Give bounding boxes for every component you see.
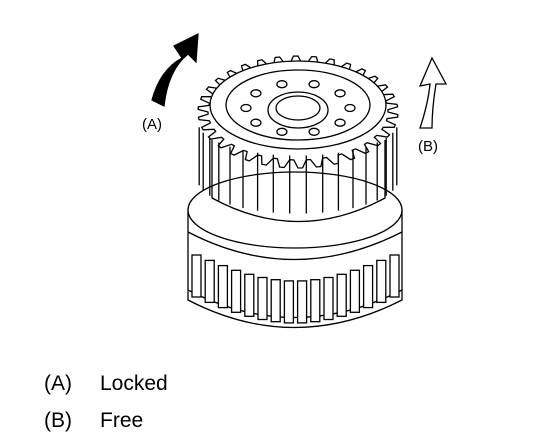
bolt-hole — [276, 127, 288, 136]
drum-slot — [296, 280, 308, 324]
bolt-hole — [308, 127, 320, 136]
drum-slot — [362, 264, 374, 309]
bolt-hole — [334, 118, 346, 127]
drum-slot — [283, 280, 295, 324]
drum-slot — [349, 269, 361, 313]
drum-slots — [191, 254, 400, 324]
drum-slot — [204, 259, 215, 304]
drum-slot — [217, 264, 229, 309]
legend-key: (B) — [44, 409, 72, 432]
legend-text: Free — [100, 409, 144, 432]
legend-key: (A) — [44, 372, 72, 395]
drum-slot — [336, 273, 347, 317]
bolt-hole — [276, 80, 288, 89]
drum-slot — [270, 279, 281, 323]
rotation-arrow-b — [418, 56, 448, 129]
drum-slot — [389, 254, 400, 298]
drum-slot — [323, 276, 334, 321]
legend-text: Locked — [100, 372, 168, 395]
drum-slot — [310, 279, 321, 323]
clutch-drum — [187, 171, 403, 329]
drum-slot — [230, 269, 242, 313]
bolt-hole — [240, 103, 252, 113]
drum-slot — [257, 276, 268, 321]
bolt-holes — [240, 80, 356, 136]
legend: (A) Locked (B) Free — [44, 372, 168, 446]
bolt-hole — [308, 80, 320, 89]
callout-a: (A) — [142, 116, 162, 133]
bolt-hole — [344, 103, 356, 113]
rotation-arrow-a — [151, 32, 199, 107]
bolt-hole — [334, 89, 346, 98]
callout-b: (B) — [418, 138, 438, 155]
bolt-hole — [250, 89, 262, 98]
legend-item-a: (A) Locked — [44, 372, 168, 409]
bolt-hole — [250, 118, 262, 127]
drum-slot — [376, 259, 387, 304]
drum-slot — [244, 273, 255, 317]
gear-hub — [209, 60, 387, 150]
legend-item-b: (B) Free — [44, 409, 168, 446]
drum-slot — [191, 254, 202, 298]
